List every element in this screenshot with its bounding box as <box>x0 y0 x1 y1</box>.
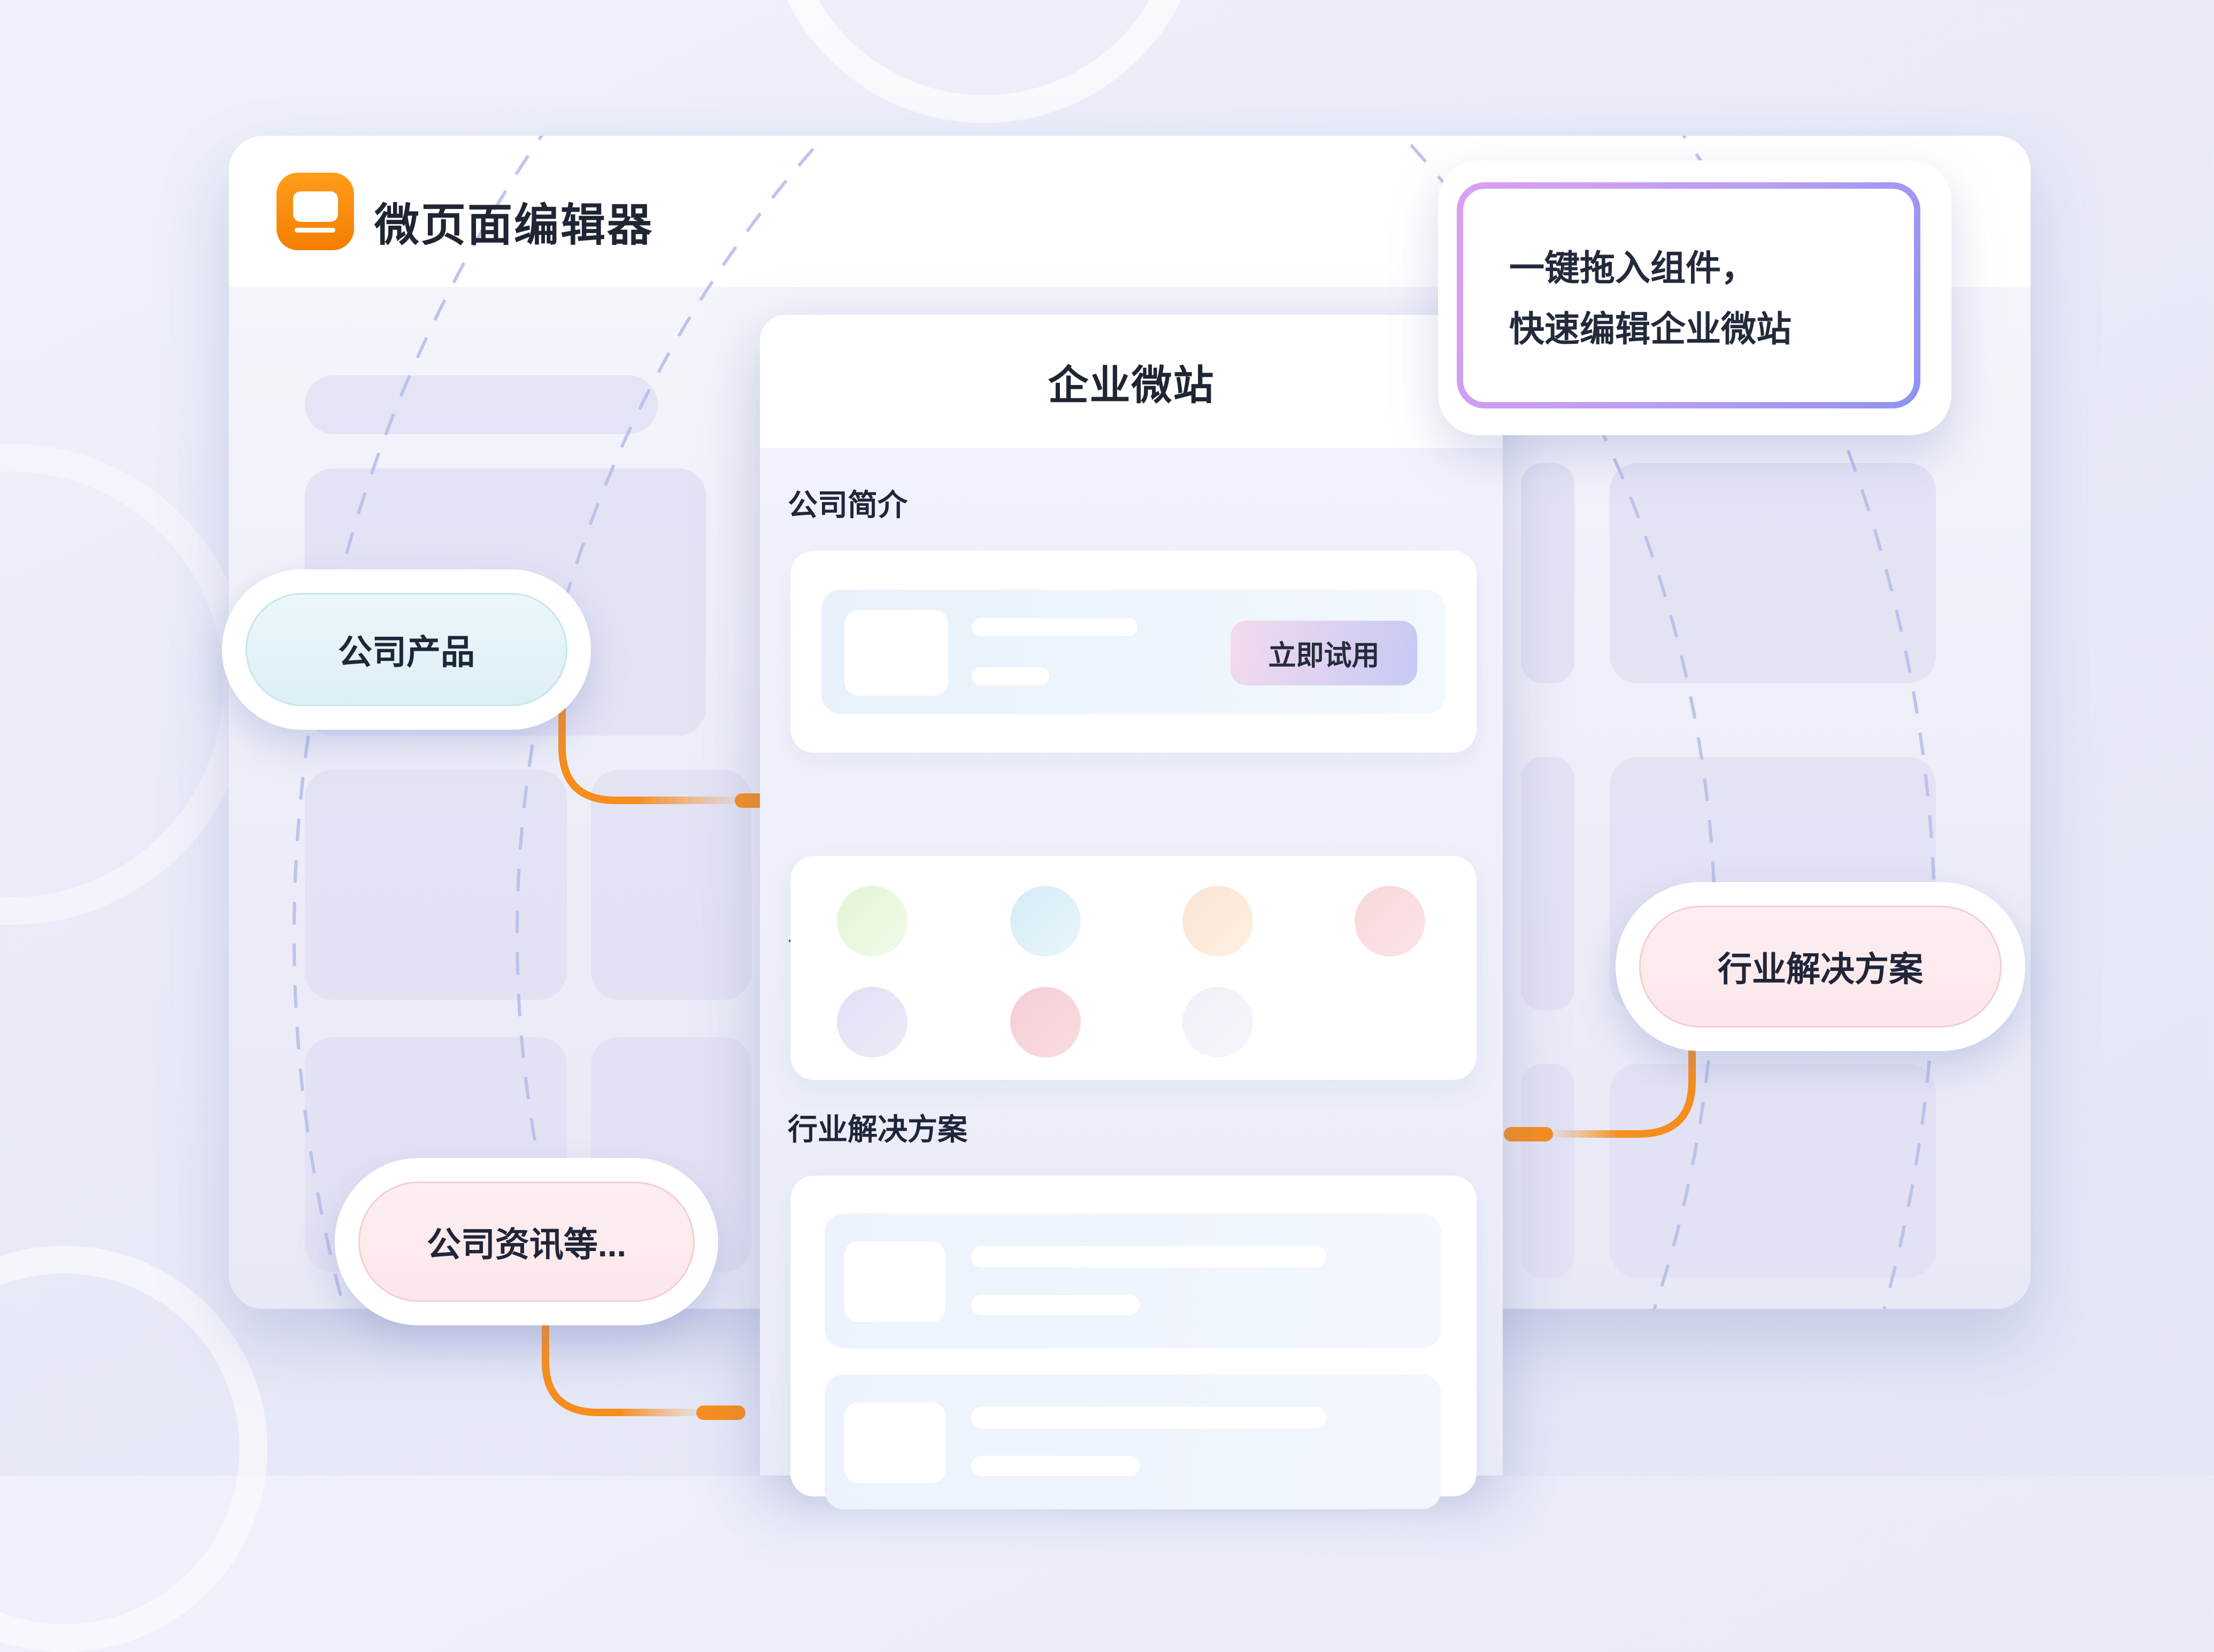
ghost-block <box>591 770 751 1000</box>
solution-thumbnail <box>844 1241 945 1322</box>
microsite-panel: 企业微站 公司简介 立即试用 公司产品 行业解决方案 <box>760 315 1503 1509</box>
product-circle <box>1355 886 1425 956</box>
product-circle <box>1010 886 1081 956</box>
product-circle <box>1010 987 1081 1057</box>
intro-thumbnail <box>844 610 948 696</box>
solution-thumbnail <box>844 1402 945 1483</box>
solution-text-bar <box>971 1246 1326 1268</box>
callout: 一键拖入组件， 快速编辑企业微站 <box>1438 160 1951 435</box>
page-icon-screen <box>293 191 338 222</box>
connector-news-cap <box>696 1406 745 1420</box>
intro-text-bar <box>972 667 1049 685</box>
intro-inner-panel: 立即试用 <box>821 590 1446 714</box>
panel-body: 公司简介 立即试用 公司产品 行业解决方案 <box>760 448 1503 1509</box>
pill-industry-solutions-label: 行业解决方案 <box>1639 906 2002 1028</box>
ghost-block <box>1610 1064 1936 1278</box>
callout-box: 一键拖入组件， 快速编辑企业微站 <box>1457 182 1920 408</box>
pill-company-products[interactable]: 公司产品 <box>222 569 591 730</box>
intro-text-bar <box>972 618 1137 636</box>
solution-text-bar <box>971 1295 1140 1315</box>
solution-text-bar <box>971 1407 1326 1429</box>
decor-ring <box>765 0 1203 123</box>
section-intro-label: 公司简介 <box>788 488 908 522</box>
product-circle <box>1182 987 1253 1057</box>
ghost-block <box>1521 463 1574 683</box>
app-title: 微页面编辑器 <box>374 200 654 250</box>
solution-text-bar <box>971 1456 1140 1476</box>
ghost-block <box>305 375 658 434</box>
pill-industry-solutions[interactable]: 行业解决方案 <box>1616 882 2025 1051</box>
product-circle <box>837 987 908 1057</box>
pill-company-news-label: 公司资讯等... <box>358 1182 695 1302</box>
ghost-block <box>1610 463 1936 683</box>
callout-text-line1: 一键拖入组件， <box>1509 248 1756 288</box>
page-icon-base <box>295 228 335 233</box>
callout-text-line2: 快速编辑企业微站 <box>1509 308 1792 349</box>
page-icon <box>276 173 354 250</box>
products-card <box>790 856 1477 1080</box>
product-circle <box>837 886 908 956</box>
decor-ring <box>0 444 251 925</box>
try-now-button[interactable]: 立即试用 <box>1231 621 1417 685</box>
section-solutions-label: 行业解决方案 <box>788 1113 967 1146</box>
intro-card: 立即试用 <box>790 551 1477 753</box>
ghost-block <box>305 770 567 1000</box>
pill-company-products-label: 公司产品 <box>245 593 567 706</box>
connector-news <box>542 1320 624 1416</box>
solution-item <box>825 1214 1441 1348</box>
solutions-card <box>790 1176 1477 1509</box>
ghost-block <box>1521 1064 1574 1278</box>
product-circles <box>790 856 1477 1080</box>
pill-company-news[interactable]: 公司资讯等... <box>335 1158 718 1325</box>
solution-item <box>825 1375 1441 1509</box>
panel-title: 企业微站 <box>760 315 1503 448</box>
decor-ring <box>0 1246 267 1652</box>
ghost-block <box>1521 757 1574 1010</box>
product-circle <box>1182 886 1253 956</box>
